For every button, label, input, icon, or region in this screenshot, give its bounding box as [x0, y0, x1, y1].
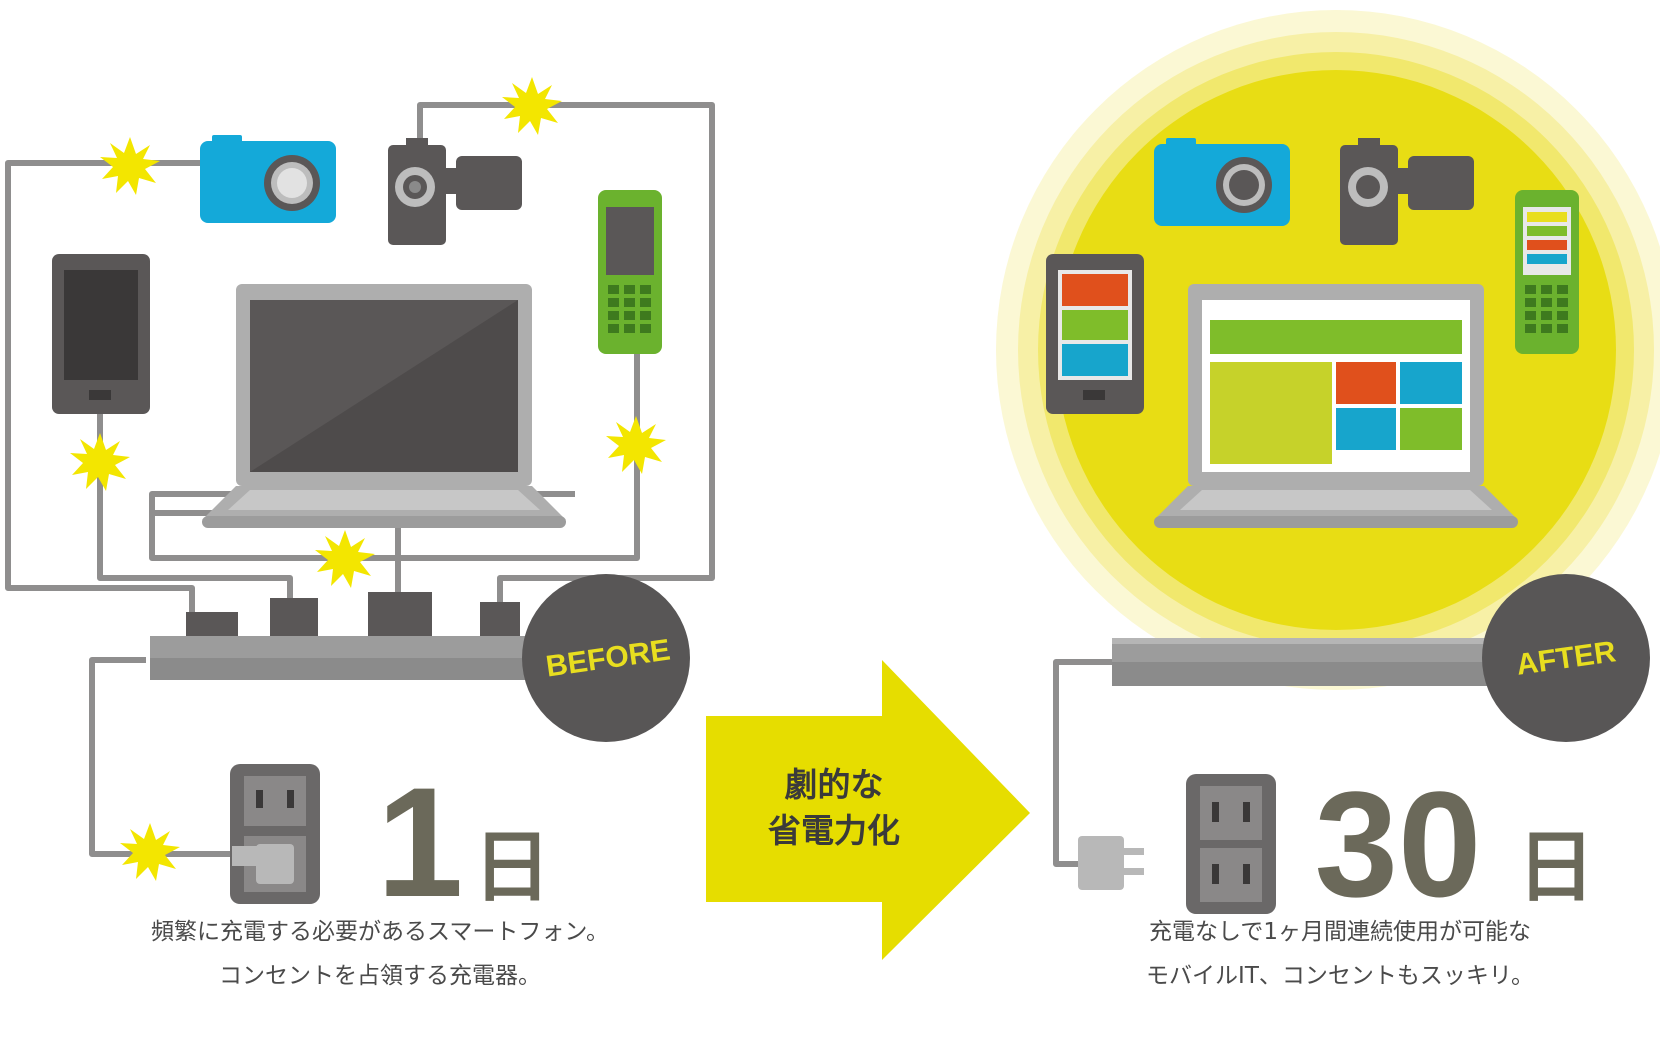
power-strip-icon [150, 592, 530, 680]
before-caption: 頻繁に充電する必要があるスマートフォン。 コンセントを占領する充電器。 [60, 910, 700, 998]
before-panel: BEFORE 1 日 [5, 77, 715, 930]
smartphone-icon [1046, 254, 1144, 414]
before-days-unit: 日 [473, 823, 551, 913]
arrow-label-line2: 省電力化 [768, 811, 900, 850]
smartphone-icon [52, 254, 150, 414]
after-days-unit: 日 [1517, 823, 1595, 913]
wall-outlet-icon [230, 764, 320, 904]
digital-camera-icon [200, 135, 336, 223]
feature-phone-icon [598, 190, 662, 354]
charging-strip-icon [1112, 638, 1520, 686]
arrow-label-line1: 劇的な [785, 765, 884, 804]
after-caption: 充電なしで1ヶ月間連続使用が可能な モバイルIT、コンセントもスッキリ。 [1020, 910, 1660, 998]
laptop-icon [202, 284, 566, 528]
laptop-icon [1154, 284, 1518, 528]
wall-outlet-icon [1186, 774, 1276, 914]
before-caption-line2: コンセントを占領する充電器。 [219, 963, 541, 989]
after-badge: AFTER [1482, 574, 1650, 742]
after-caption-line2: モバイルIT、コンセントもスッキリ。 [1146, 963, 1534, 989]
feature-phone-icon [1515, 190, 1579, 354]
after-caption-line1: 充電なしで1ヶ月間連続使用が可能な [1149, 919, 1531, 945]
before-caption-line1: 頻繁に充電する必要があるスマートフォン。 [151, 919, 609, 945]
center-arrow: 劇的な 省電力化 [706, 660, 1030, 960]
after-days-number: 30 [1315, 760, 1482, 928]
before-days-number: 1 [377, 756, 464, 930]
before-badge: BEFORE [522, 574, 690, 742]
video-camera-icon [1340, 138, 1474, 245]
power-cable [1053, 659, 1112, 867]
after-panel: AFTER 30 日 [996, 10, 1660, 928]
digital-camera-icon [1154, 138, 1290, 226]
plug-icon [1078, 836, 1144, 890]
video-camera-icon [388, 138, 522, 245]
